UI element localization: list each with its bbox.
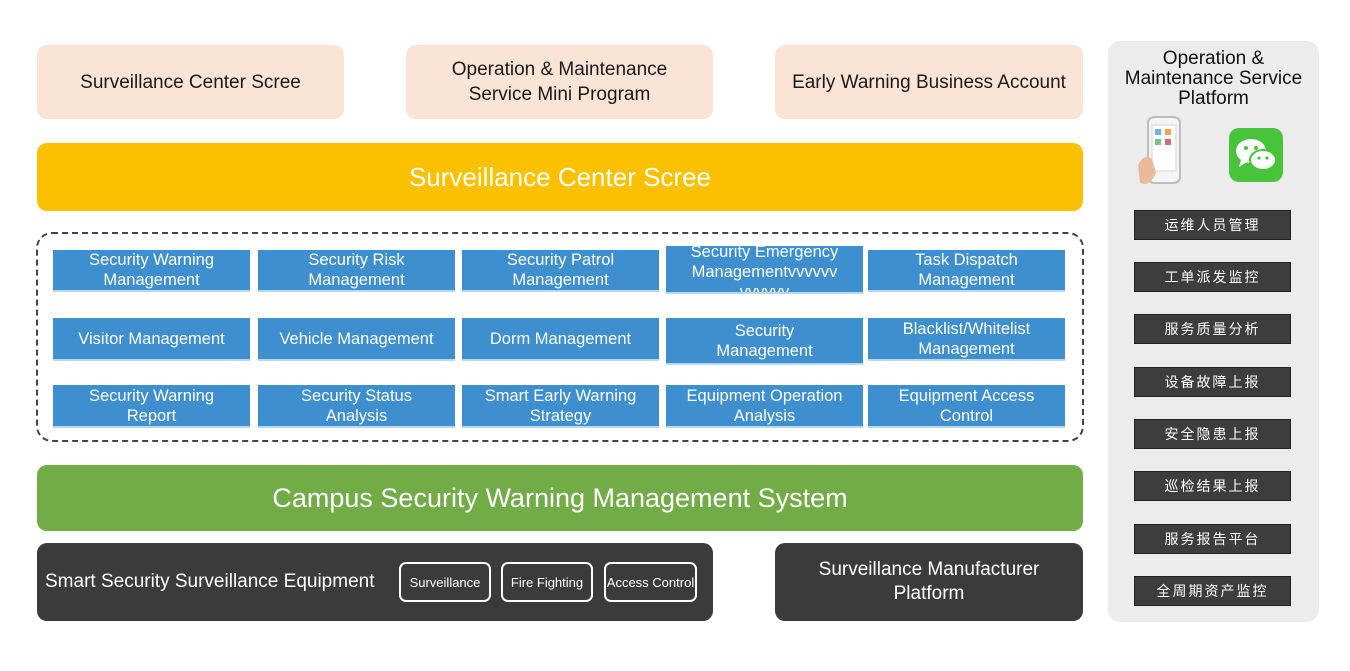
equipment-title: Smart Security Surveillance Equipment — [45, 571, 375, 592]
module-label: Security Risk Management — [308, 251, 405, 289]
module-label: Security Status Analysis — [301, 386, 412, 425]
module-label: Equipment Access Control — [898, 386, 1035, 425]
manufacturer-platform: Surveillance Manufacturer Platform — [775, 543, 1083, 621]
module-security-warning-management: Security Warning Management — [53, 250, 250, 292]
side-item: 运维人员管理 — [1134, 210, 1291, 240]
module-label: Dorm Management — [489, 329, 632, 348]
module-vehicle-management: Vehicle Management — [258, 318, 455, 361]
module-label: Visitor Management — [78, 329, 225, 348]
equipment-item-label: Surveillance — [409, 574, 481, 590]
module-security-status-analysis: Security Status Analysis — [258, 385, 455, 428]
module-equipment-access-control: Equipment Access Control — [868, 385, 1065, 428]
module-security-management: Security Management — [666, 318, 863, 365]
module-dorm-management: Dorm Management — [462, 318, 659, 361]
module-equipment-operation-analysis: Equipment Operation Analysis — [666, 385, 863, 428]
top-box-early-warning-account: Early Warning Business Account — [775, 45, 1083, 119]
center-screen-banner: Surveillance Center Scree — [37, 143, 1083, 211]
equipment-item-surveillance: Surveillance — [399, 562, 491, 602]
top-box-surveillance-center-screen: Surveillance Center Scree — [37, 45, 344, 119]
side-item: 安全隐患上报 — [1134, 419, 1291, 449]
module-task-dispatch-management: Task Dispatch Management — [868, 250, 1065, 292]
side-panel-title: Operation & Maintenance Service Platform — [1124, 48, 1303, 109]
module-label: Vehicle Management — [279, 329, 434, 348]
module-label: Blacklist/Whitelist Management — [902, 319, 1031, 358]
top-box-mini-program: Operation & Maintenance Service Mini Pro… — [406, 45, 713, 119]
module-label: Security Management — [716, 321, 813, 360]
module-label: Task Dispatch Management — [915, 251, 1018, 289]
module-blacklist-whitelist-management: Blacklist/Whitelist Management — [868, 318, 1065, 361]
center-screen-banner-label: Surveillance Center Scree — [408, 161, 712, 192]
module-security-warning-report: Security Warning Report — [53, 385, 250, 428]
side-item: 巡检结果上报 — [1134, 471, 1291, 501]
module-label: Security Warning Report — [88, 386, 214, 425]
module-label: Equipment Operation Analysis — [686, 386, 843, 425]
manufacturer-platform-label: Surveillance Manufacturer Platform — [818, 559, 1040, 604]
module-label: Security Warning Management — [88, 251, 214, 289]
equipment-panel: Smart Security Surveillance Equipment Su… — [37, 543, 713, 621]
ops-service-platform-panel: Operation & Maintenance Service Platform… — [1108, 41, 1319, 622]
top-box-label: Operation & Maintenance Service Mini Pro… — [451, 59, 668, 105]
side-item: 服务质量分析 — [1134, 314, 1291, 344]
module-visitor-management: Visitor Management — [53, 318, 250, 361]
system-banner-label: Campus Security Warning Management Syste… — [272, 482, 848, 513]
equipment-item-label: Fire Fighting — [510, 574, 584, 590]
module-label: Security Emergency Managementvvvvvv vvvv… — [690, 246, 839, 294]
module-security-patrol-management: Security Patrol Management — [462, 250, 659, 292]
side-item: 全周期资产监控 — [1134, 576, 1291, 606]
system-banner: Campus Security Warning Management Syste… — [37, 465, 1083, 531]
side-item: 服务报告平台 — [1134, 524, 1291, 554]
side-item: 设备故障上报 — [1134, 367, 1291, 397]
top-box-label: Early Warning Business Account — [792, 71, 1066, 93]
module-smart-early-warning-strategy: Smart Early Warning Strategy — [462, 385, 659, 428]
module-security-emergency-management: Security Emergency Managementvvvvvv vvvv… — [666, 246, 863, 294]
equipment-item-access-control: Access Control — [604, 562, 697, 602]
equipment-item-fire-fighting: Fire Fighting — [501, 562, 593, 602]
module-label: Smart Early Warning Strategy — [484, 386, 637, 425]
module-security-risk-management: Security Risk Management — [258, 250, 455, 292]
equipment-item-label: Access Control — [606, 574, 695, 590]
module-group-frame — [36, 232, 1084, 442]
top-box-label: Surveillance Center Scree — [80, 71, 301, 93]
module-label: Security Patrol Management — [506, 251, 615, 289]
wechat-icon — [1229, 128, 1283, 182]
side-item: 工单派发监控 — [1134, 262, 1291, 292]
smartphone-icon — [1138, 116, 1181, 184]
